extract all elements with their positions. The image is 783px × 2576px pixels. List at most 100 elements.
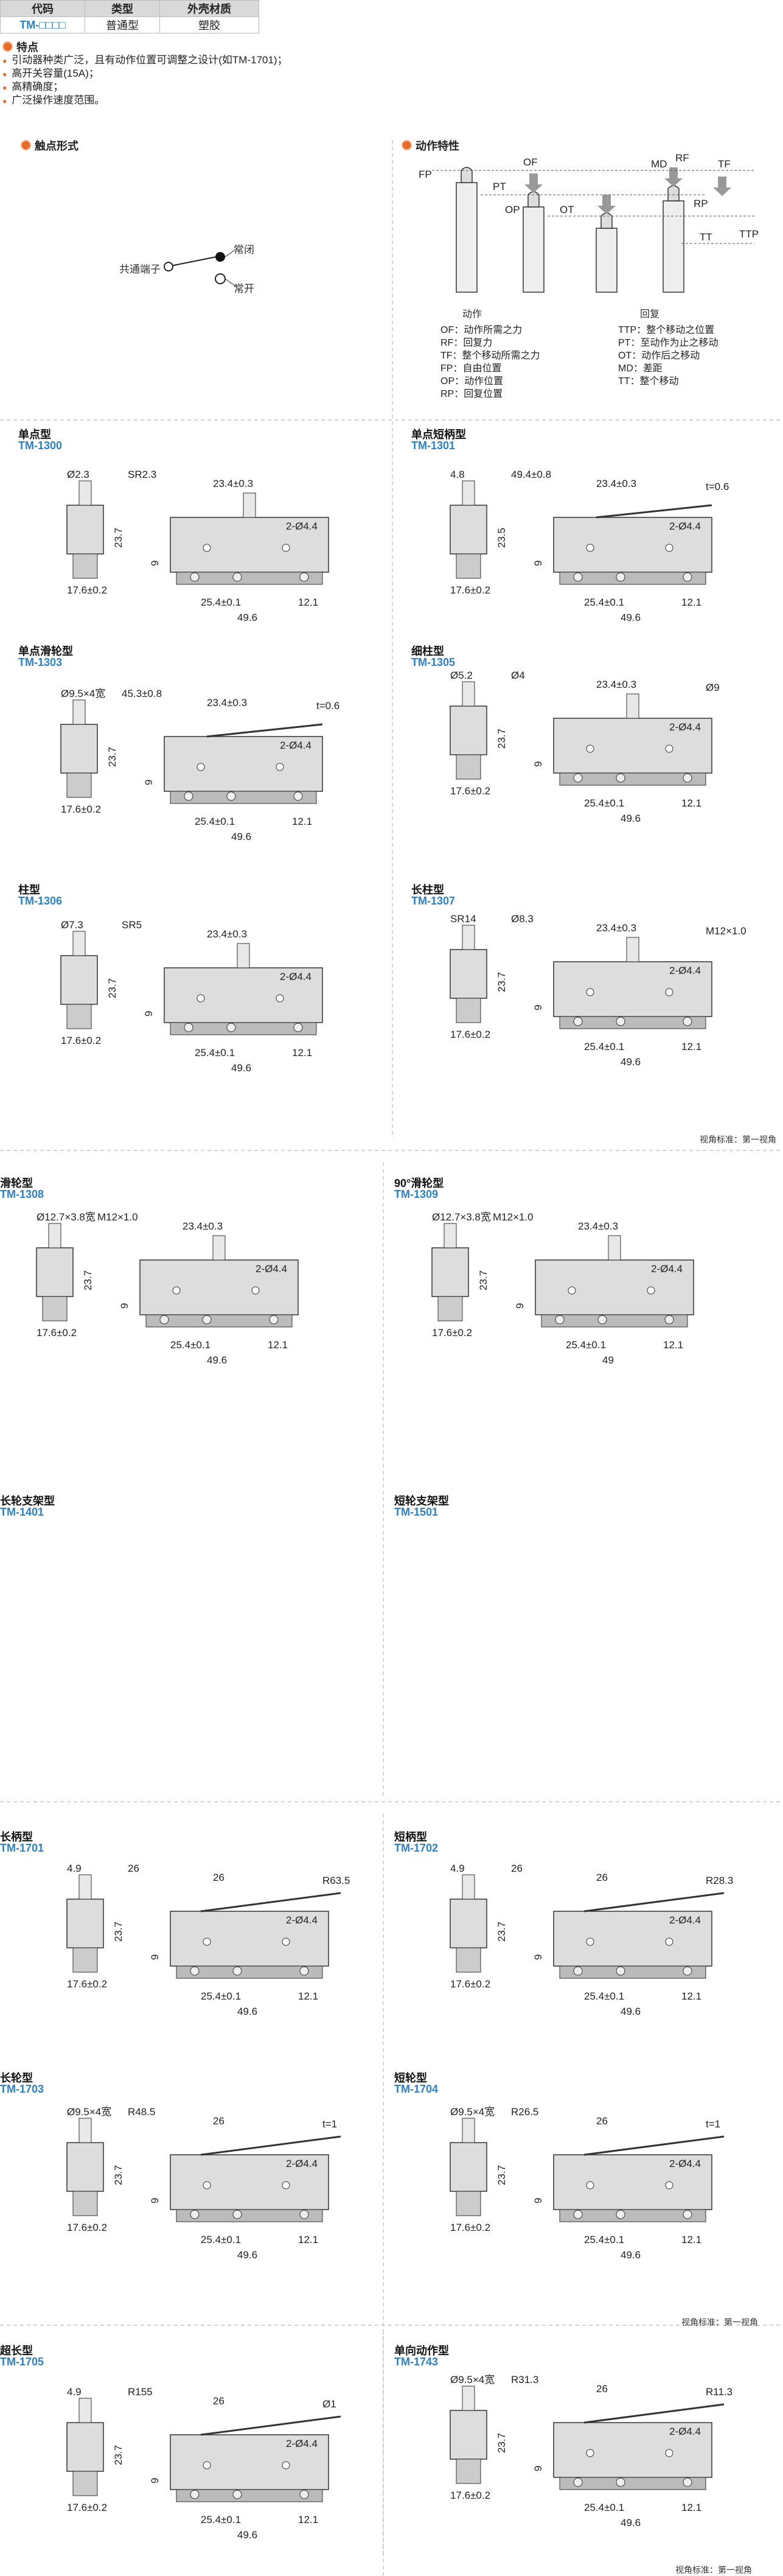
dim-width-edge: 12.1	[292, 1047, 312, 1059]
type-code: TM-1309	[394, 1188, 439, 1200]
label-fp: FP	[419, 169, 432, 180]
dim-width-side: 17.6±0.2	[37, 1327, 77, 1339]
dim-extra: R155	[128, 2386, 153, 2398]
terminal-screw-icon	[597, 1315, 607, 1325]
dim-width-total: 49.6	[621, 612, 641, 623]
side-view-actuator	[78, 480, 92, 506]
side-view-terminals	[72, 553, 98, 579]
label-md: MD	[651, 158, 667, 170]
front-view-body	[553, 2154, 712, 2210]
dim-extra: Ø12.7×3.8宽	[37, 1211, 96, 1223]
terminal-screw-icon	[226, 791, 236, 801]
dim-h9: 9	[532, 2198, 544, 2203]
dim-h9: 9	[532, 1955, 544, 1960]
dim-width-top: 23.4±0.3	[183, 1220, 223, 1232]
terminal-screw-icon	[299, 2210, 309, 2219]
dim-width-side: 17.6±0.2	[432, 1327, 472, 1339]
dim-extra: 4.9	[67, 2386, 82, 2398]
side-view-terminals	[72, 2471, 98, 2496]
dim-width-edge: 12.1	[298, 2234, 318, 2245]
terminal-screw-icon	[555, 1315, 565, 1325]
dim-extra: Ø9	[706, 682, 720, 693]
type-name: 长轮支架型	[0, 1495, 55, 1507]
side-view-actuator	[462, 2118, 475, 2143]
dim-extra: 4.9	[450, 1863, 465, 1874]
terminal-screw-icon	[616, 572, 625, 582]
lever-arm	[583, 2135, 725, 2156]
mount-hole-icon	[665, 544, 673, 552]
terminal-screw-icon	[683, 773, 692, 783]
terminal-screw-icon	[299, 1966, 309, 1976]
projection-note: 视角标准：第一视角	[700, 1135, 776, 1144]
dim-height: 23.7	[496, 2433, 507, 2453]
dim-width-side: 17.6±0.2	[67, 2222, 107, 2233]
mount-hole-icon	[276, 763, 284, 771]
mount-hole-icon	[586, 2449, 594, 2457]
dim-width-top: 23.4±0.3	[207, 697, 247, 709]
terminal-screw-icon	[683, 572, 692, 582]
dim-width-edge: 12.1	[681, 597, 701, 608]
side-view-body	[66, 1899, 104, 1948]
mount-hole-icon	[172, 1286, 181, 1295]
type-name: 单向动作型	[394, 2345, 449, 2357]
front-view-body	[170, 2434, 329, 2490]
return-caption: 回复	[640, 309, 660, 320]
front-view-base	[559, 2209, 706, 2222]
side-view-body	[66, 2422, 104, 2472]
dim-hole: 2-Ø4.4	[280, 971, 311, 982]
dim-extra: R63.5	[322, 1875, 350, 1886]
dim-width-top: 23.4±0.3	[207, 928, 247, 940]
feature-item: 引动器种类广泛，且有动作位置可调整之设计(如TM-1701)；	[2, 54, 287, 68]
mount-hole-icon	[282, 1937, 290, 1946]
lever-arm	[200, 2415, 341, 2436]
feature-item: 高开关容量(15A)；	[2, 67, 99, 81]
type-name: 短轮支架型	[394, 1495, 449, 1507]
side-view-body	[450, 705, 487, 755]
dim-extra: Ø12.7×3.8宽	[432, 1211, 491, 1223]
dim-extra: M12×1.0	[493, 1211, 534, 1223]
type-name: 90°滑轮型	[394, 1177, 444, 1189]
terminal-screw-icon	[293, 1023, 303, 1032]
mount-hole-icon	[586, 988, 594, 996]
terminal-screw-icon	[573, 1966, 583, 1976]
dim-extra: R31.3	[511, 2374, 538, 2385]
terminal-screw-icon	[232, 572, 242, 582]
type-code: TM-1705	[0, 2356, 44, 2368]
features-title: 特点	[2, 39, 38, 55]
type-code: TM-1501	[394, 1506, 439, 1518]
type-name: 滑轮型	[0, 1177, 33, 1189]
plunger	[626, 693, 639, 719]
side-view-terminals	[72, 1947, 98, 1973]
dim-width-top: 23.4±0.3	[596, 922, 636, 934]
dim-h9: 9	[532, 1005, 544, 1010]
mount-hole-icon	[282, 2461, 290, 2469]
side-view-body	[450, 1899, 487, 1948]
dim-width-side: 17.6±0.2	[61, 1035, 101, 1046]
projection-note: 视角标准：第一视角	[675, 2565, 752, 2575]
dim-extra: R48.5	[128, 2106, 155, 2118]
side-view-body	[450, 2410, 487, 2460]
dim-extra: 26	[128, 1863, 139, 1874]
mount-hole-icon	[197, 994, 205, 1003]
dim-width-top: 23.4±0.3	[578, 1220, 618, 1232]
dim-extra: t=0.6	[706, 481, 729, 492]
dim-extra: 4.9	[67, 1863, 82, 1874]
dim-height: 23.7	[113, 528, 124, 548]
type-name: 短轮型	[394, 2072, 427, 2084]
dim-width-holes: 25.4±0.1	[201, 2234, 241, 2245]
label-tt: TT	[700, 231, 712, 243]
side-view-actuator	[78, 2118, 92, 2143]
dim-hole: 2-Ø4.4	[669, 520, 701, 532]
front-view-base	[176, 2209, 323, 2222]
terminal-screw-icon	[232, 2490, 242, 2499]
terminal-screw-icon	[683, 2477, 692, 2487]
side-view-terminals	[66, 772, 92, 798]
terminal-screw-icon	[232, 1966, 242, 1976]
dim-hole: 2-Ø4.4	[669, 965, 701, 976]
side-view-terminals	[456, 553, 481, 579]
type-code: TM-1301	[411, 439, 456, 452]
mount-hole-icon	[586, 2181, 594, 2189]
